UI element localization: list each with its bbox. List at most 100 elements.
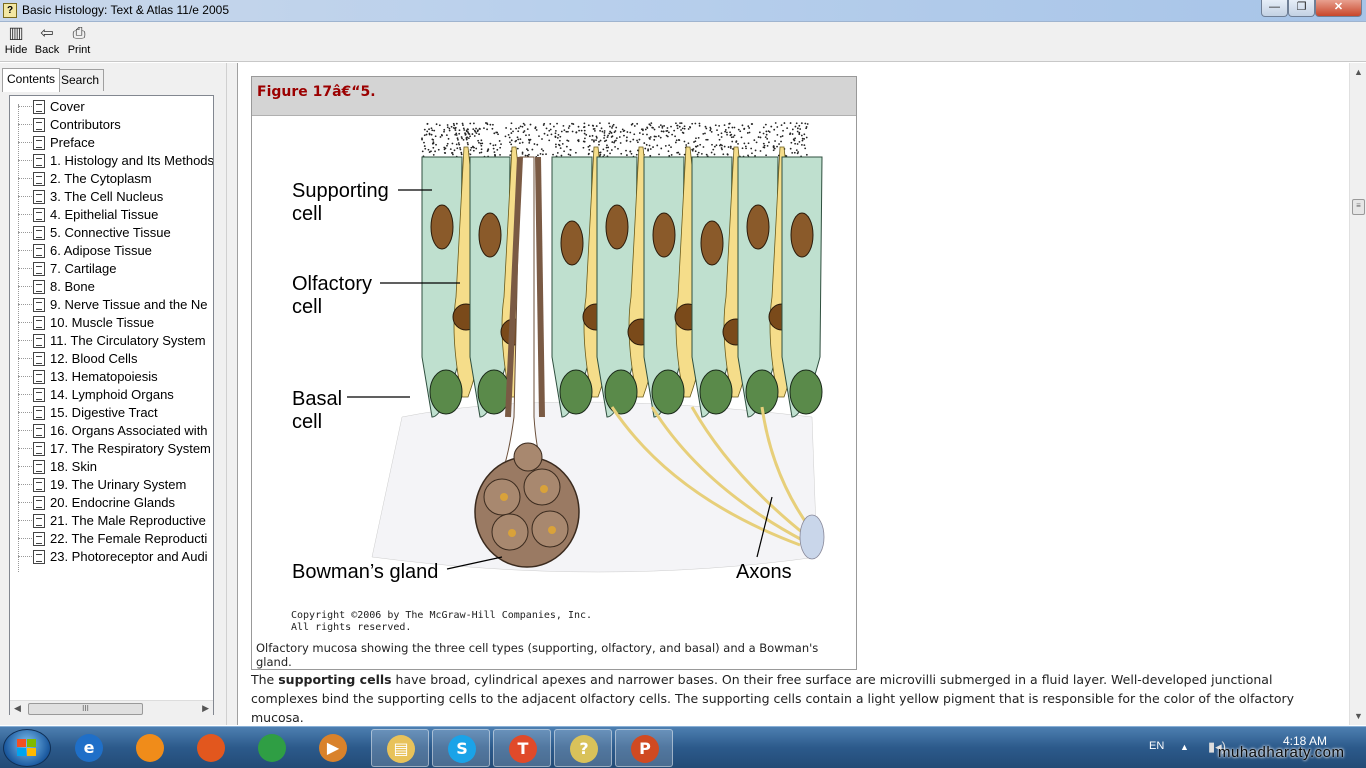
hide-pane-icon: ▥ bbox=[8, 25, 24, 42]
arrow-left-icon: ⇦ bbox=[40, 25, 54, 42]
tree-connector bbox=[18, 484, 32, 485]
tree-item-label: 21. The Male Reproductive bbox=[50, 513, 206, 528]
back-button[interactable]: ⇦ Back bbox=[31, 24, 63, 60]
tree-item[interactable]: 8. Bone bbox=[10, 278, 213, 296]
axon-bundle bbox=[610, 406, 814, 547]
internet-explorer-icon: e bbox=[75, 734, 103, 762]
tree-item[interactable]: Cover bbox=[10, 98, 213, 116]
hide-button[interactable]: ▥ Hide bbox=[0, 24, 32, 60]
tree-item-label: 19. The Urinary System bbox=[50, 477, 187, 492]
minimize-button[interactable]: — bbox=[1261, 0, 1288, 17]
tree-item[interactable]: 16. Organs Associated with bbox=[10, 422, 213, 440]
tree-item-label: 17. The Respiratory System bbox=[50, 441, 211, 456]
maximize-button[interactable]: ❐ bbox=[1288, 0, 1315, 17]
tree-item[interactable]: 18. Skin bbox=[10, 458, 213, 476]
page-icon bbox=[33, 244, 45, 258]
start-button[interactable] bbox=[3, 729, 51, 767]
taskbar-help-viewer[interactable]: ? bbox=[554, 729, 612, 767]
figure-caption: Olfactory mucosa showing the three cell … bbox=[256, 641, 819, 669]
body-paragraph: The supporting cells have broad, cylindr… bbox=[251, 670, 1341, 725]
taskbar-skype[interactable]: S bbox=[432, 729, 490, 767]
vertical-scrollbar[interactable]: ▲ ≡ ▼ bbox=[1349, 63, 1366, 725]
tab-contents[interactable]: Contents bbox=[2, 68, 61, 92]
clock[interactable]: 4:18 AM bbox=[1283, 734, 1328, 748]
tree-item[interactable]: 15. Digestive Tract bbox=[10, 404, 213, 422]
label-olfactory-2: cell bbox=[292, 296, 322, 318]
tree-item-label: Contributors bbox=[50, 117, 121, 132]
language-indicator[interactable]: EN bbox=[1149, 740, 1165, 752]
tree-item[interactable]: 12. Blood Cells bbox=[10, 350, 213, 368]
tree-item[interactable]: 1. Histology and Its Methods bbox=[10, 152, 213, 170]
tree-item[interactable]: 7. Cartilage bbox=[10, 260, 213, 278]
tree-item[interactable]: 21. The Male Reproductive bbox=[10, 512, 213, 530]
show-hidden-icons[interactable]: ▲ bbox=[1180, 742, 1189, 752]
taskbar-chrome[interactable] bbox=[243, 729, 301, 767]
tree-item[interactable]: 13. Hematopoiesis bbox=[10, 368, 213, 386]
tray-icons[interactable]: ▮◂) bbox=[1208, 739, 1227, 754]
print-label: Print bbox=[67, 44, 91, 56]
tree-item[interactable]: 9. Nerve Tissue and the Ne bbox=[10, 296, 213, 314]
taskbar-internet-explorer[interactable]: e bbox=[60, 729, 118, 767]
window-title: Basic Histology: Text & Atlas 11/e 2005 bbox=[22, 3, 230, 17]
scroll-thumb-vertical[interactable]: ≡ bbox=[1352, 199, 1365, 215]
tree-item-label: 16. Organs Associated with bbox=[50, 423, 208, 438]
horizontal-scrollbar[interactable]: ◀ III ▶ bbox=[10, 700, 213, 717]
tree-item-label: 2. The Cytoplasm bbox=[50, 171, 152, 186]
tree-item[interactable]: 10. Muscle Tissue bbox=[10, 314, 213, 332]
title-bar: ? Basic Histology: Text & Atlas 11/e 200… bbox=[0, 0, 1366, 22]
label-axons: Axons bbox=[736, 561, 792, 583]
tree-item[interactable]: 5. Connective Tissue bbox=[10, 224, 213, 242]
tab-search[interactable]: Search bbox=[56, 69, 105, 91]
taskbar-t-app[interactable]: T bbox=[493, 729, 551, 767]
tree-item[interactable]: 19. The Urinary System bbox=[10, 476, 213, 494]
tree-item[interactable]: 17. The Respiratory System bbox=[10, 440, 213, 458]
tree-item-label: 8. Bone bbox=[50, 279, 95, 294]
tree-item[interactable]: 20. Endocrine Glands bbox=[10, 494, 213, 512]
scroll-thumb[interactable]: III bbox=[28, 703, 143, 715]
page-icon bbox=[33, 442, 45, 456]
print-button[interactable]: ⎙ Print bbox=[63, 24, 95, 60]
body-bold-term: supporting cells bbox=[278, 672, 392, 687]
taskbar-media-player[interactable]: ▶ bbox=[304, 729, 362, 767]
tree-item-label: 6. Adipose Tissue bbox=[50, 243, 152, 258]
page-icon bbox=[33, 280, 45, 294]
tree-item[interactable]: 3. The Cell Nucleus bbox=[10, 188, 213, 206]
tree-item[interactable]: 23. Photoreceptor and Audi bbox=[10, 548, 213, 566]
page-icon bbox=[33, 406, 45, 420]
page-icon bbox=[33, 226, 45, 240]
help-book-icon: ? bbox=[3, 3, 17, 18]
scroll-left-icon[interactable]: ◀ bbox=[14, 703, 21, 713]
close-button[interactable]: ✕ bbox=[1315, 0, 1362, 17]
olfactory-mucosa-illustration: Supporting cell Olfactory cell Basal cel… bbox=[292, 122, 825, 583]
tree-connector bbox=[18, 268, 32, 269]
scroll-down-icon[interactable]: ▼ bbox=[1354, 711, 1363, 721]
pane-splitter[interactable] bbox=[226, 63, 238, 725]
powerpoint-icon: P bbox=[631, 735, 659, 763]
tree-item-label: 20. Endocrine Glands bbox=[50, 495, 176, 510]
tree-connector bbox=[18, 340, 32, 341]
printer-icon: ⎙ bbox=[72, 25, 86, 42]
label-supporting-1: Supporting bbox=[292, 180, 389, 202]
page-icon bbox=[33, 388, 45, 402]
figure-header: Figure 17â€“5. bbox=[252, 77, 856, 116]
taskbar-app-orange-orb[interactable] bbox=[121, 729, 179, 767]
tree-item[interactable]: Contributors bbox=[10, 116, 213, 134]
tree-item[interactable]: 2. The Cytoplasm bbox=[10, 170, 213, 188]
scroll-up-icon[interactable]: ▲ bbox=[1354, 67, 1363, 77]
taskbar-firefox[interactable] bbox=[182, 729, 240, 767]
tree-item[interactable]: 14. Lymphoid Organs bbox=[10, 386, 213, 404]
tree-item[interactable]: 22. The Female Reproducti bbox=[10, 530, 213, 548]
tree-connector bbox=[18, 394, 32, 395]
page-icon bbox=[33, 316, 45, 330]
taskbar-powerpoint[interactable]: P bbox=[615, 729, 673, 767]
body-text: have broad, cylindrical apexes and narro… bbox=[251, 672, 1295, 725]
tree-item[interactable]: 11. The Circulatory System bbox=[10, 332, 213, 350]
file-explorer-icon: ▤ bbox=[387, 735, 415, 763]
tree-item[interactable]: Preface bbox=[10, 134, 213, 152]
page-icon bbox=[33, 478, 45, 492]
tree-item[interactable]: 6. Adipose Tissue bbox=[10, 242, 213, 260]
copyright-line-2: All rights reserved. bbox=[291, 622, 412, 633]
taskbar-file-explorer[interactable]: ▤ bbox=[371, 729, 429, 767]
tree-item[interactable]: 4. Epithelial Tissue bbox=[10, 206, 213, 224]
scroll-right-icon[interactable]: ▶ bbox=[202, 703, 209, 713]
